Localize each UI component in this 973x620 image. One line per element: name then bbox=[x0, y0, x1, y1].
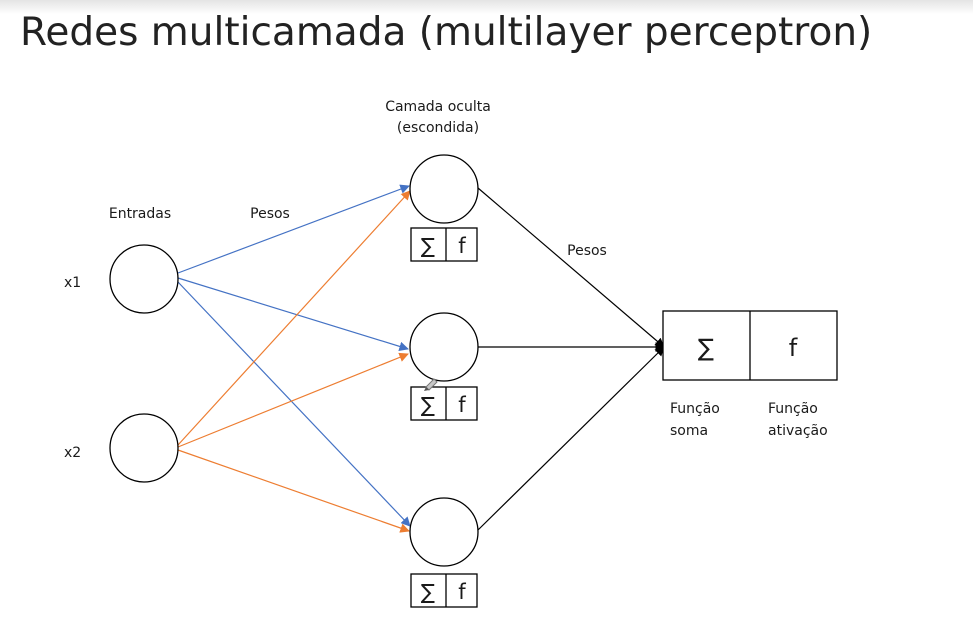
activation-symbol: f bbox=[458, 393, 466, 417]
pencil-cursor-icon bbox=[424, 378, 438, 391]
connection-x1-h3 bbox=[177, 281, 411, 527]
activation-symbol: f bbox=[458, 580, 466, 604]
sum-function-label-line1: Função bbox=[670, 401, 720, 417]
connection-h3-output bbox=[477, 346, 665, 531]
hidden-neuron-1 bbox=[409, 154, 479, 224]
hidden-function-box-1: ∑ f bbox=[410, 227, 478, 262]
output-weights-label: Pesos bbox=[567, 243, 607, 259]
connection-x1-h2 bbox=[177, 277, 409, 352]
input-weights-label: Pesos bbox=[250, 206, 290, 222]
output-neuron-box: ∑ f bbox=[662, 310, 838, 381]
x2-label: x2 bbox=[64, 445, 81, 461]
sum-symbol: ∑ bbox=[421, 393, 435, 417]
x1-label: x1 bbox=[64, 275, 81, 291]
hidden-layer-label-line2: (escondida) bbox=[397, 120, 479, 136]
hidden-layer-label-line1: Camada oculta bbox=[385, 99, 491, 115]
input-neuron-x2 bbox=[109, 413, 179, 483]
connection-h1-output bbox=[477, 187, 665, 348]
connection-x1-h1 bbox=[177, 184, 410, 274]
inputs-label: Entradas bbox=[109, 206, 171, 222]
input-neuron-x1 bbox=[109, 244, 179, 314]
top-shade bbox=[0, 0, 973, 14]
sum-symbol: ∑ bbox=[421, 580, 435, 604]
activation-symbol: f bbox=[458, 234, 466, 258]
sum-symbol: ∑ bbox=[421, 234, 435, 258]
connection-x2-h1 bbox=[177, 190, 411, 446]
slide-title: Redes multicamada (multilayer perceptron… bbox=[20, 10, 873, 55]
connection-x2-h2 bbox=[177, 352, 409, 448]
output-sum-symbol: ∑ bbox=[698, 334, 714, 362]
activation-function-label-line1: Função bbox=[768, 401, 818, 417]
sum-function-label-line2: soma bbox=[670, 423, 708, 439]
connection-x2-h3 bbox=[177, 449, 410, 533]
hidden-neuron-2 bbox=[409, 312, 479, 382]
hidden-neuron-3 bbox=[409, 497, 479, 567]
activation-function-label-line2: ativação bbox=[768, 423, 828, 439]
hidden-function-box-3: ∑ f bbox=[410, 573, 478, 608]
output-activation-symbol: f bbox=[789, 334, 798, 362]
hidden-function-box-2: ∑ f bbox=[410, 386, 478, 421]
